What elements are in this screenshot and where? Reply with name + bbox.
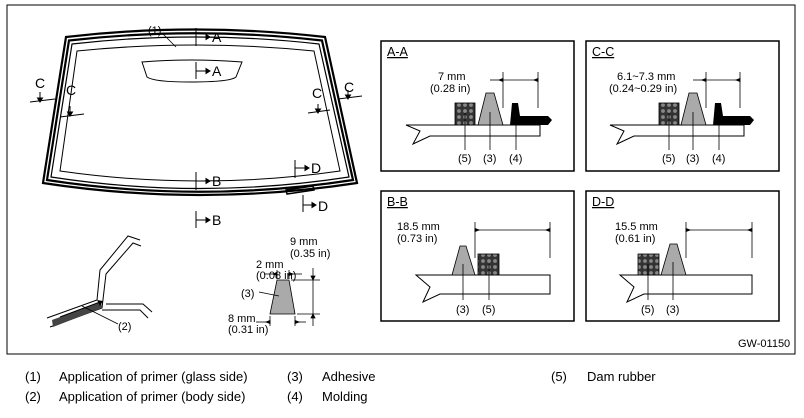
windshield bbox=[41, 28, 359, 197]
callout-2: (2) bbox=[118, 321, 131, 333]
dimension-mm: 15.5 mm bbox=[615, 221, 658, 233]
part-label: (4) bbox=[712, 153, 725, 165]
panel-a-a: A-A 7 mm (0.28 in) (5) (3) (4) bbox=[380, 40, 575, 172]
section-c-marker bbox=[29, 92, 85, 118]
panel-title: A-A bbox=[387, 45, 409, 59]
adhesive bbox=[660, 243, 687, 276]
legend-text: Application of primer (glass side) bbox=[59, 369, 248, 384]
dimension-mm: 18.5 mm bbox=[397, 221, 440, 233]
section-b-label: B bbox=[212, 212, 221, 228]
profile-dims bbox=[256, 268, 320, 326]
figure-frame bbox=[6, 4, 796, 355]
adhesive bbox=[451, 245, 476, 276]
dimension-in: (0.61 in) bbox=[615, 233, 655, 245]
legend-num: (3) bbox=[287, 369, 303, 384]
section-d-label: D bbox=[318, 198, 328, 214]
glass-panel bbox=[609, 124, 745, 146]
profile-height-mm: 9 mm bbox=[290, 236, 318, 248]
body-flange-detail bbox=[46, 235, 153, 328]
section-d-marker bbox=[294, 160, 317, 212]
legend-text: Application of primer (body side) bbox=[59, 389, 246, 404]
panel-title: C-C bbox=[592, 45, 614, 59]
section-c-label: C bbox=[312, 85, 322, 101]
section-a-label: A bbox=[212, 63, 222, 79]
profile-height-in: (0.35 in) bbox=[290, 248, 330, 260]
profile-base-width-mm: 8 mm bbox=[228, 313, 256, 325]
primer-body-side bbox=[52, 302, 102, 327]
profile-base-width-in: (0.31 in) bbox=[228, 324, 268, 336]
callout-1: (1) bbox=[148, 25, 161, 37]
part-label: (5) bbox=[662, 153, 675, 165]
section-c-label: C bbox=[35, 75, 45, 91]
adhesive bbox=[680, 92, 707, 126]
part-label: (4) bbox=[509, 153, 522, 165]
part-label: (3) bbox=[483, 153, 496, 165]
molding bbox=[713, 103, 754, 125]
callout-3: (3) bbox=[241, 288, 254, 300]
section-a-marker bbox=[195, 28, 211, 79]
part-label: (3) bbox=[686, 153, 699, 165]
molding bbox=[510, 103, 552, 125]
section-c-label: C bbox=[344, 79, 354, 95]
panel-b-b: B-B 18.5 mm (0.73 in) (3) (5) bbox=[380, 190, 575, 322]
section-c-marker bbox=[307, 90, 363, 114]
legend-num: (1) bbox=[25, 369, 41, 384]
part-label: (5) bbox=[458, 153, 471, 165]
part-label: (3) bbox=[666, 304, 679, 316]
part-label: (5) bbox=[482, 304, 495, 316]
dimension-in: (0.73 in) bbox=[397, 233, 437, 245]
dimension-mm: 6.1~7.3 mm bbox=[617, 71, 675, 83]
glass-panel bbox=[618, 274, 753, 304]
legend-num: (5) bbox=[551, 369, 567, 384]
part-label: (3) bbox=[456, 304, 469, 316]
profile-top-width-mm: 2 mm bbox=[256, 259, 284, 271]
section-b-marker bbox=[195, 172, 211, 228]
dimension-in: (0.28 in) bbox=[430, 83, 470, 95]
panel-title: B-B bbox=[387, 195, 408, 209]
legend-text: Adhesive bbox=[322, 369, 376, 384]
panel-c-c: C-C 6.1~7.3 mm (0.24~0.29 in) (5) (3) (4… bbox=[585, 40, 780, 172]
glass-panel bbox=[414, 274, 551, 304]
legend-text: Molding bbox=[322, 389, 368, 404]
section-d-label: D bbox=[311, 160, 321, 176]
legend-num: (4) bbox=[287, 389, 303, 404]
section-a-label: A bbox=[212, 29, 222, 45]
dimension-mm: 7 mm bbox=[438, 71, 466, 83]
profile-top-width-in: (0.08 in) bbox=[256, 270, 296, 282]
part-label: (5) bbox=[641, 304, 654, 316]
legend-num: (2) bbox=[25, 389, 41, 404]
figure-code: GW-01150 bbox=[738, 338, 790, 350]
section-b-label: B bbox=[212, 173, 221, 189]
legend-text: Dam rubber bbox=[587, 369, 656, 384]
dam-rubber bbox=[637, 253, 660, 276]
adhesive bbox=[477, 92, 504, 126]
panel-d-d: D-D 15.5 mm (0.61 in) (5) (3) bbox=[585, 190, 780, 322]
glass-panel bbox=[405, 124, 541, 146]
dimension-in: (0.24~0.29 in) bbox=[609, 83, 677, 95]
section-c-label: C bbox=[66, 82, 76, 98]
dam-rubber bbox=[477, 253, 500, 276]
panel-title: D-D bbox=[592, 195, 614, 209]
adhesive-profile bbox=[269, 279, 296, 315]
